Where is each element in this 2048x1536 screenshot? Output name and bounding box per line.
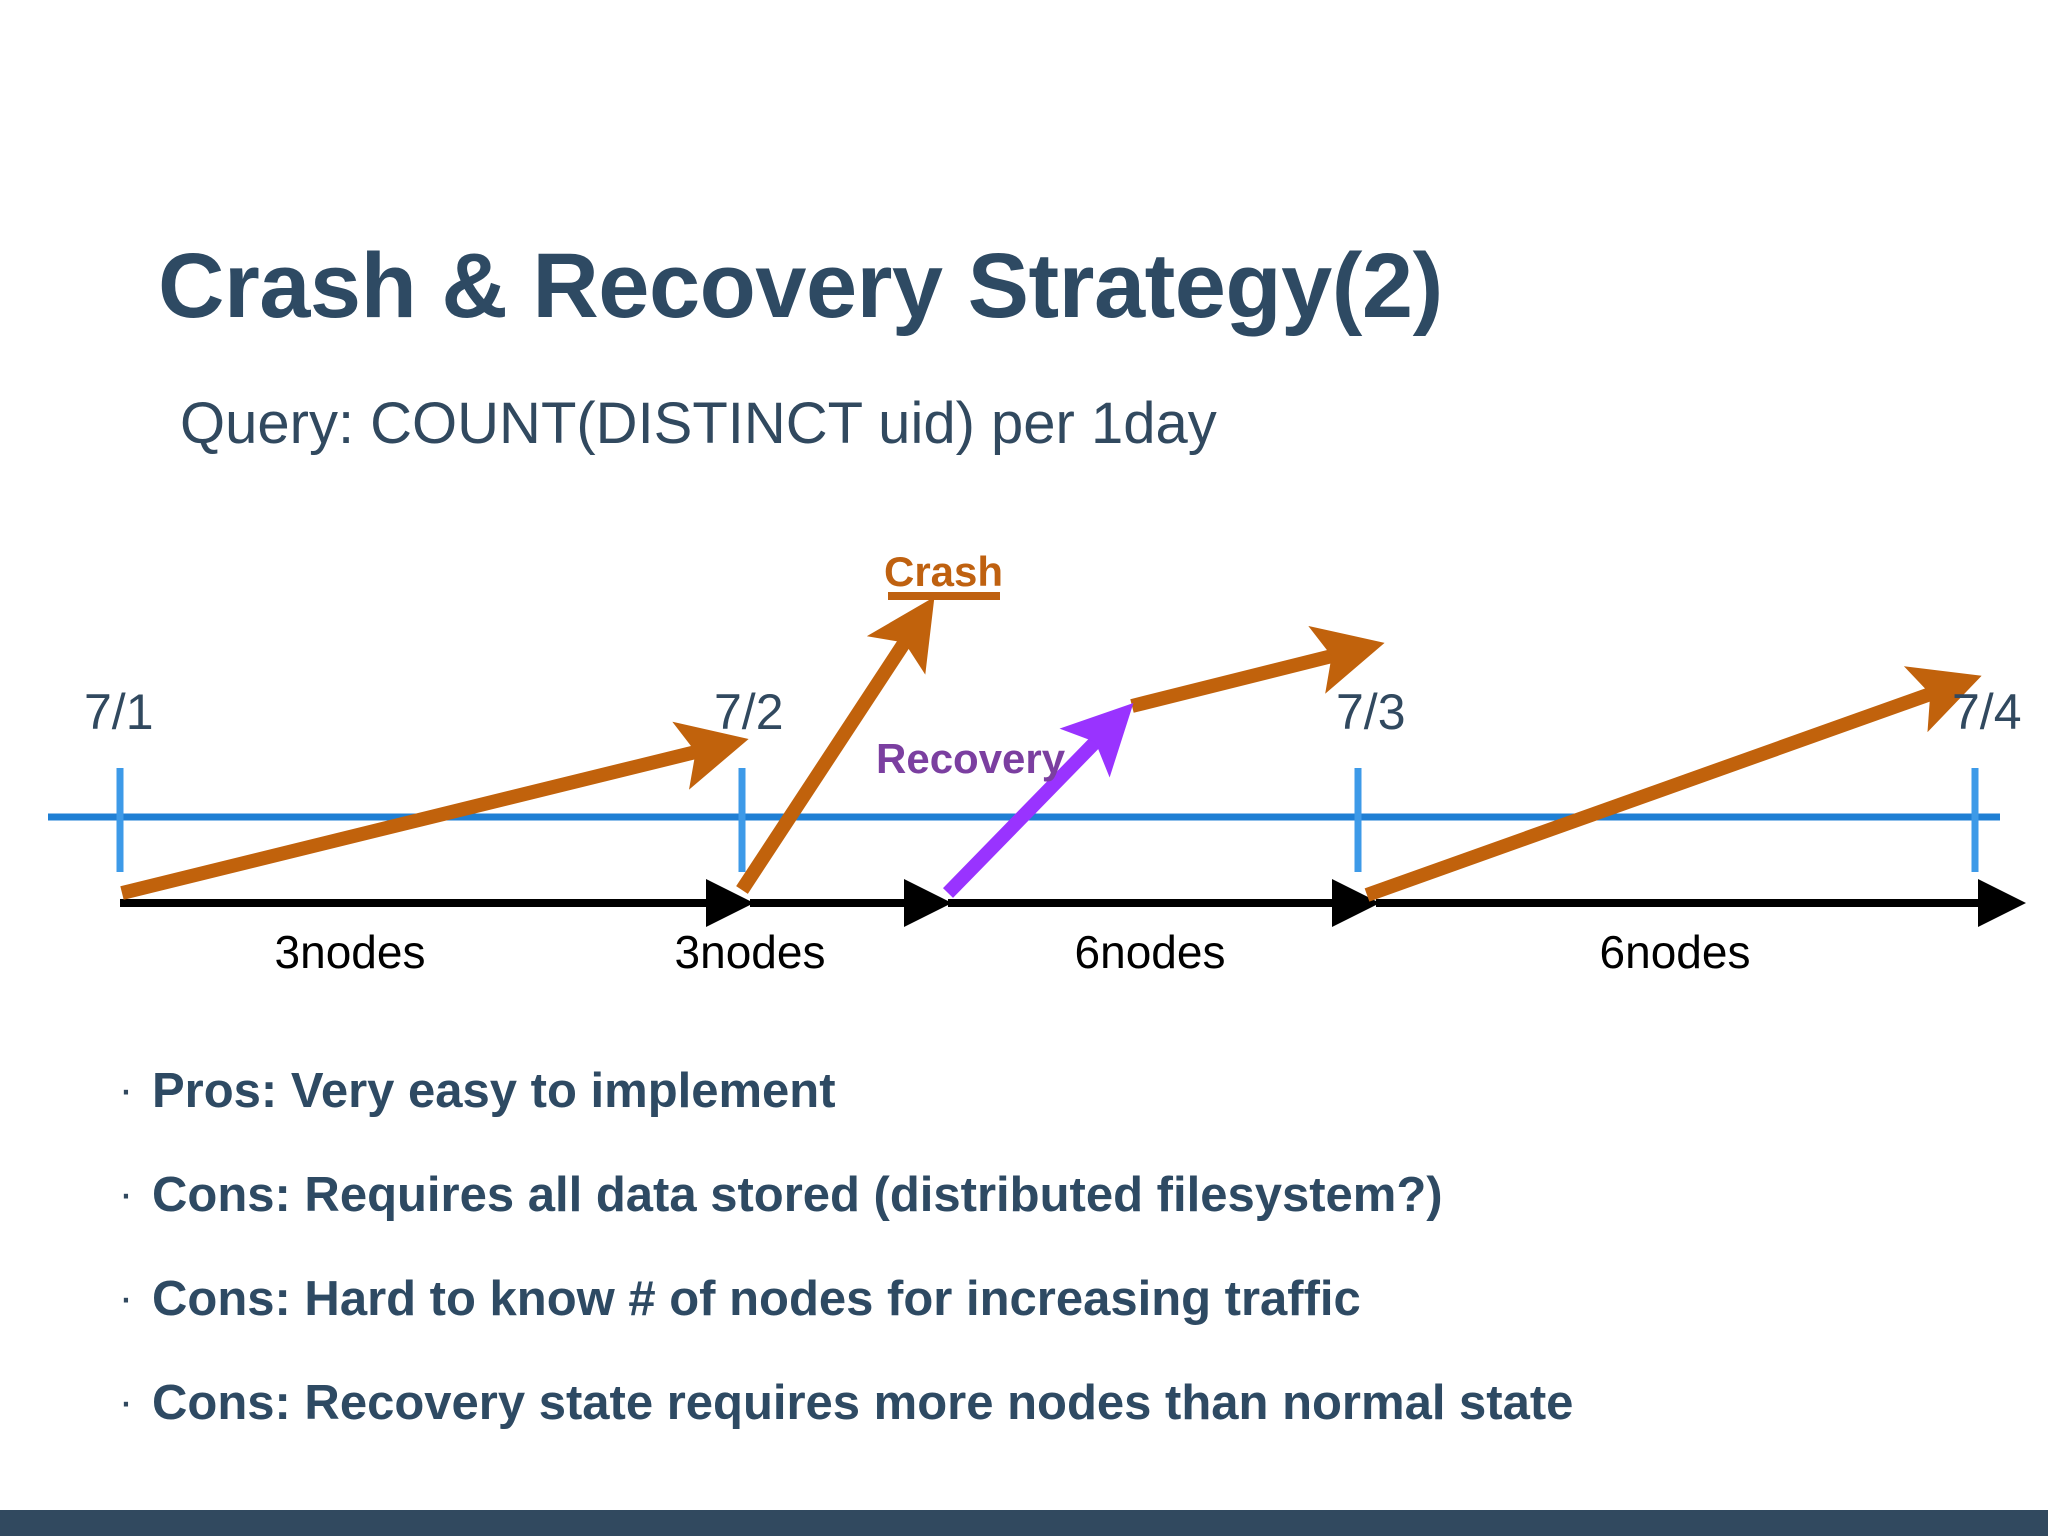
bullet-marker-icon: · [118, 1377, 134, 1426]
bullet-text: Cons: Recovery state requires more nodes… [152, 1376, 1574, 1430]
date-label-7-4: 7/4 [1952, 684, 2022, 740]
list-item: · Cons: Recovery state requires more nod… [100, 1372, 1980, 1476]
recovery-arrow [942, 702, 1134, 898]
crash-spike-arrow [736, 596, 935, 894]
bullet-text: Cons: Requires all data stored (distribu… [152, 1168, 1443, 1222]
bullet-marker-icon: · [118, 1273, 134, 1322]
date-label-7-3: 7/3 [1336, 684, 1406, 740]
timeline-diagram: Crash Recovery 7/1 7/2 7/3 7/4 3nodes 3n… [48, 548, 2026, 978]
date-label-7-2: 7/2 [714, 684, 784, 740]
segment-label-3: 6nodes [1074, 926, 1226, 978]
segment-label-2: 3nodes [674, 926, 826, 978]
list-item: · Pros: Very easy to implement [100, 1060, 1980, 1164]
growth-arrow-recovered [1130, 625, 1385, 713]
segment-label-1: 3nodes [274, 926, 426, 978]
page-title: Crash & Recovery Strategy(2) [158, 234, 1443, 337]
slide-subtitle: Query: COUNT(DISTINCT uid) per 1day [180, 391, 1217, 456]
crash-annotation-label: Crash [884, 548, 1004, 595]
list-item: · Cons: Requires all data stored (distri… [100, 1164, 1980, 1268]
recovery-annotation-label: Recovery [876, 735, 1066, 782]
date-label-7-1: 7/1 [84, 684, 154, 740]
growth-arrow-day1 [120, 721, 749, 900]
list-item: · Cons: Hard to know # of nodes for incr… [100, 1268, 1980, 1372]
bullet-marker-icon: · [118, 1065, 134, 1114]
bullet-marker-icon: · [118, 1169, 134, 1218]
growth-arrow-day3 [1364, 666, 1982, 902]
bullet-text: Cons: Hard to know # of nodes for increa… [152, 1272, 1361, 1326]
bullet-text: Pros: Very easy to implement [152, 1064, 836, 1118]
segment-label-4: 6nodes [1599, 926, 1751, 978]
bullet-list: · Pros: Very easy to implement · Cons: R… [100, 1060, 1980, 1476]
footer-bar [0, 1510, 2048, 1536]
